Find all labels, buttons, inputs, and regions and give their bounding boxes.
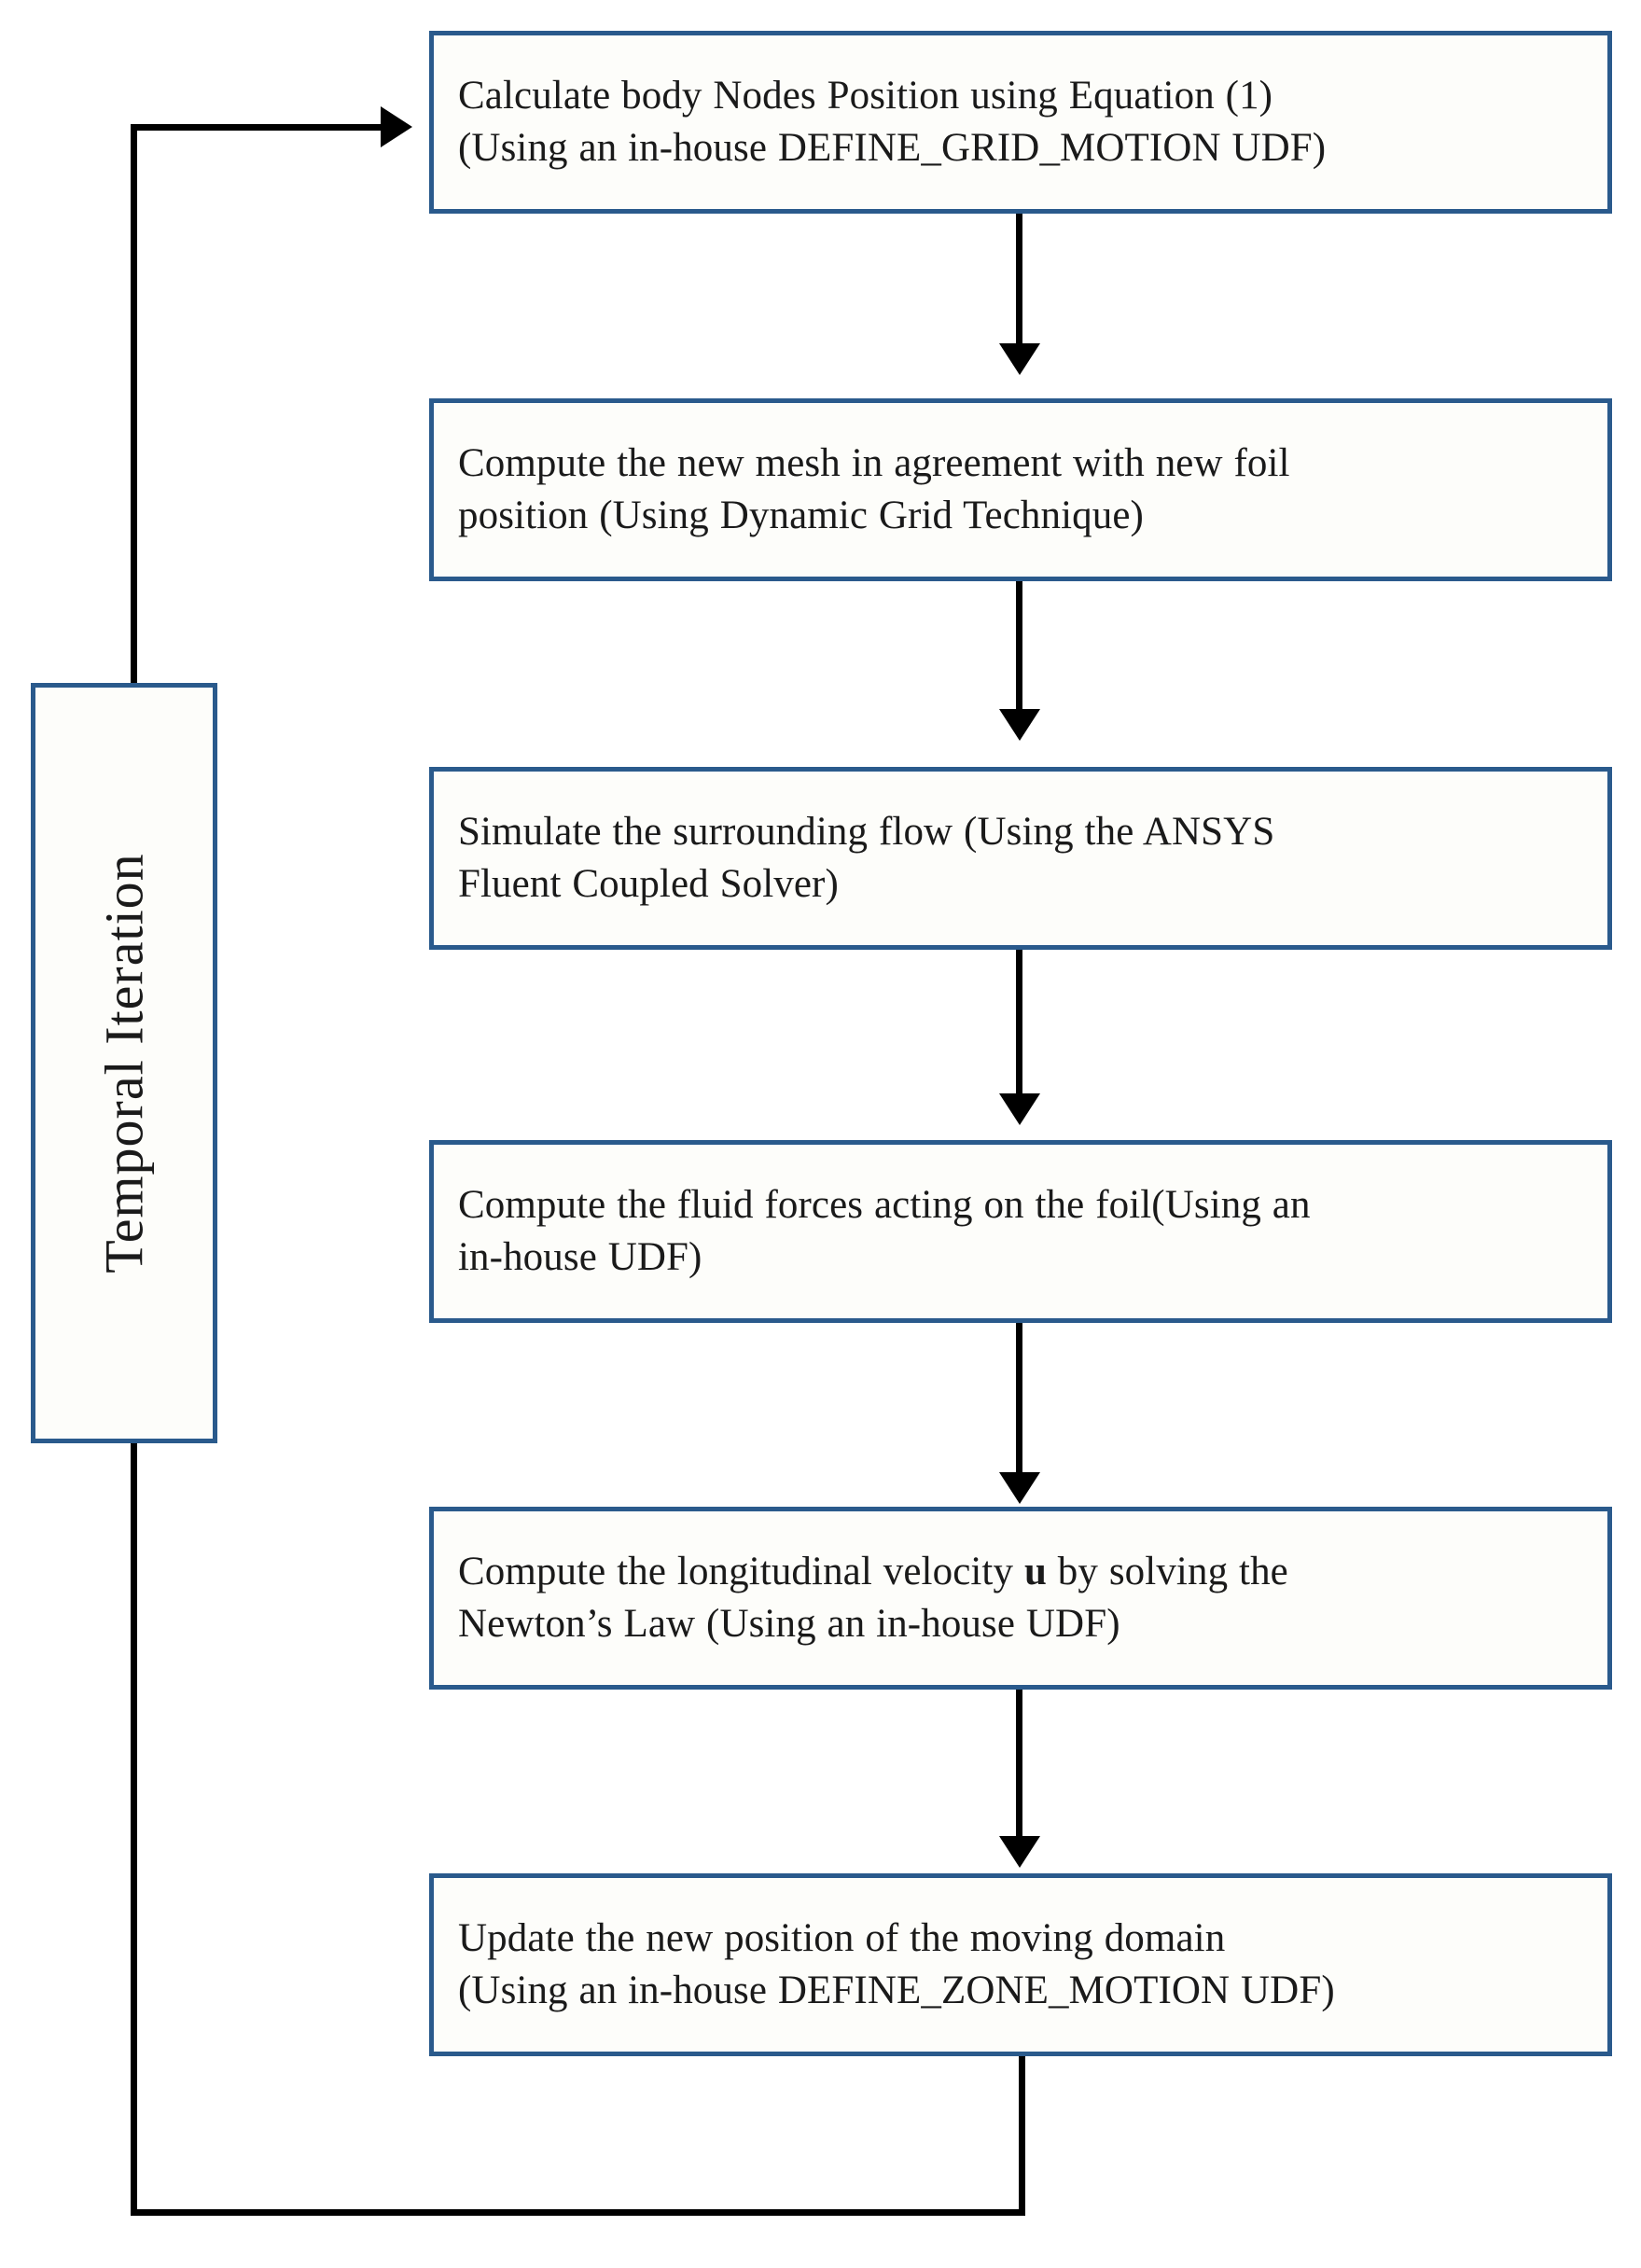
connector-step4-step5 [1016, 1323, 1022, 1480]
step-5-line-1-prefix: Compute the longitudinal velocity [458, 1550, 1024, 1594]
arrow-step2-to-step3-icon [999, 709, 1040, 741]
step-2-line-1: Compute the new mesh in agreement with n… [458, 441, 1290, 486]
feedback-bottom-segment [131, 2209, 1025, 2216]
arrow-step4-to-step5-icon [999, 1472, 1040, 1504]
connector-step3-step4 [1016, 947, 1022, 1101]
arrow-step3-to-step4-icon [999, 1093, 1040, 1125]
step-4-line-1: Compute the fluid forces acting on the f… [458, 1183, 1311, 1228]
connector-step5-step6 [1016, 1689, 1022, 1843]
step-4-line-2: in-house UDF) [458, 1235, 702, 1279]
step-box-compute-longitudinal-velocity[interactable]: Compute the longitudinal velocity u by s… [429, 1507, 1612, 1690]
step-5-text: Compute the longitudinal velocity u by s… [458, 1546, 1288, 1650]
step-box-calculate-body-nodes-position[interactable]: Calculate body Nodes Position using Equa… [429, 31, 1612, 214]
step-6-line-1: Update the new position of the moving do… [458, 1916, 1226, 1961]
step-1-text: Calculate body Nodes Position using Equa… [458, 70, 1326, 174]
connector-step1-step2 [1016, 213, 1022, 351]
step-box-simulate-surrounding-flow[interactable]: Simulate the surrounding flow (Using the… [429, 767, 1612, 950]
feedback-down-segment [1019, 2038, 1025, 2216]
feedback-top-segment [131, 124, 382, 131]
step-6-line-2: (Using an in-house DEFINE_ZONE_MOTION UD… [458, 1969, 1335, 2012]
step-box-compute-fluid-forces[interactable]: Compute the fluid forces acting on the f… [429, 1140, 1612, 1323]
arrow-step5-to-step6-icon [999, 1836, 1040, 1868]
step-4-text: Compute the fluid forces acting on the f… [458, 1179, 1311, 1284]
connector-step2-step3 [1016, 578, 1022, 717]
step-1-line-2: (Using an in-house DEFINE_GRID_MOTION UD… [458, 126, 1327, 170]
step-3-line-1: Simulate the surrounding flow (Using the… [458, 810, 1275, 855]
step-5-velocity-symbol: u [1023, 1550, 1047, 1594]
step-5-line-1-suffix: by solving the [1046, 1550, 1288, 1594]
step-box-compute-new-mesh[interactable]: Compute the new mesh in agreement with n… [429, 398, 1612, 581]
step-5-line-2: Newton’s Law (Using an in-house UDF) [458, 1602, 1120, 1646]
step-1-line-1: Calculate body Nodes Position using Equa… [458, 74, 1273, 118]
step-2-text: Compute the new mesh in agreement with n… [458, 438, 1290, 542]
temporal-iteration-label-box: Temporal Iteration [31, 683, 217, 1443]
step-box-update-moving-domain-position[interactable]: Update the new position of the moving do… [429, 1873, 1612, 2056]
temporal-iteration-label: Temporal Iteration [93, 853, 155, 1273]
feedback-arrowhead-icon [381, 106, 412, 147]
step-6-text: Update the new position of the moving do… [458, 1913, 1335, 2017]
step-3-text: Simulate the surrounding flow (Using the… [458, 806, 1274, 911]
step-3-line-2: Fluent Coupled Solver) [458, 862, 839, 906]
arrow-step1-to-step2-icon [999, 343, 1040, 375]
step-5-line-1: Compute the longitudinal velocity u by s… [458, 1546, 1288, 1598]
step-2-line-2: position (Using Dynamic Grid Technique) [458, 494, 1144, 537]
